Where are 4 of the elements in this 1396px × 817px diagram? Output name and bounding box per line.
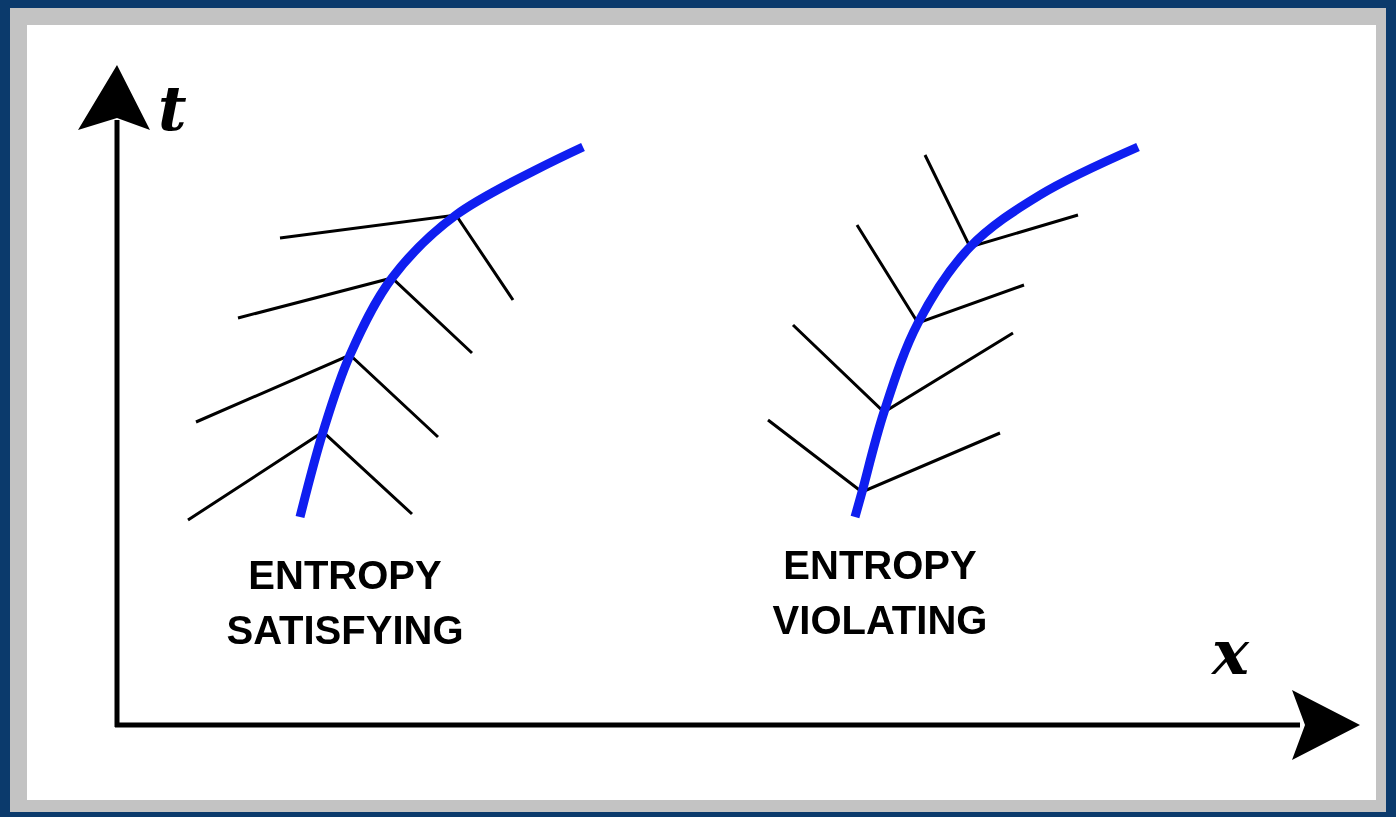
axis-label: t — [158, 78, 187, 140]
caption: ENTROPY SATISFYING — [225, 552, 465, 654]
axis-label: x — [1212, 622, 1249, 684]
caption: ENTROPY VIOLATING — [771, 542, 989, 644]
